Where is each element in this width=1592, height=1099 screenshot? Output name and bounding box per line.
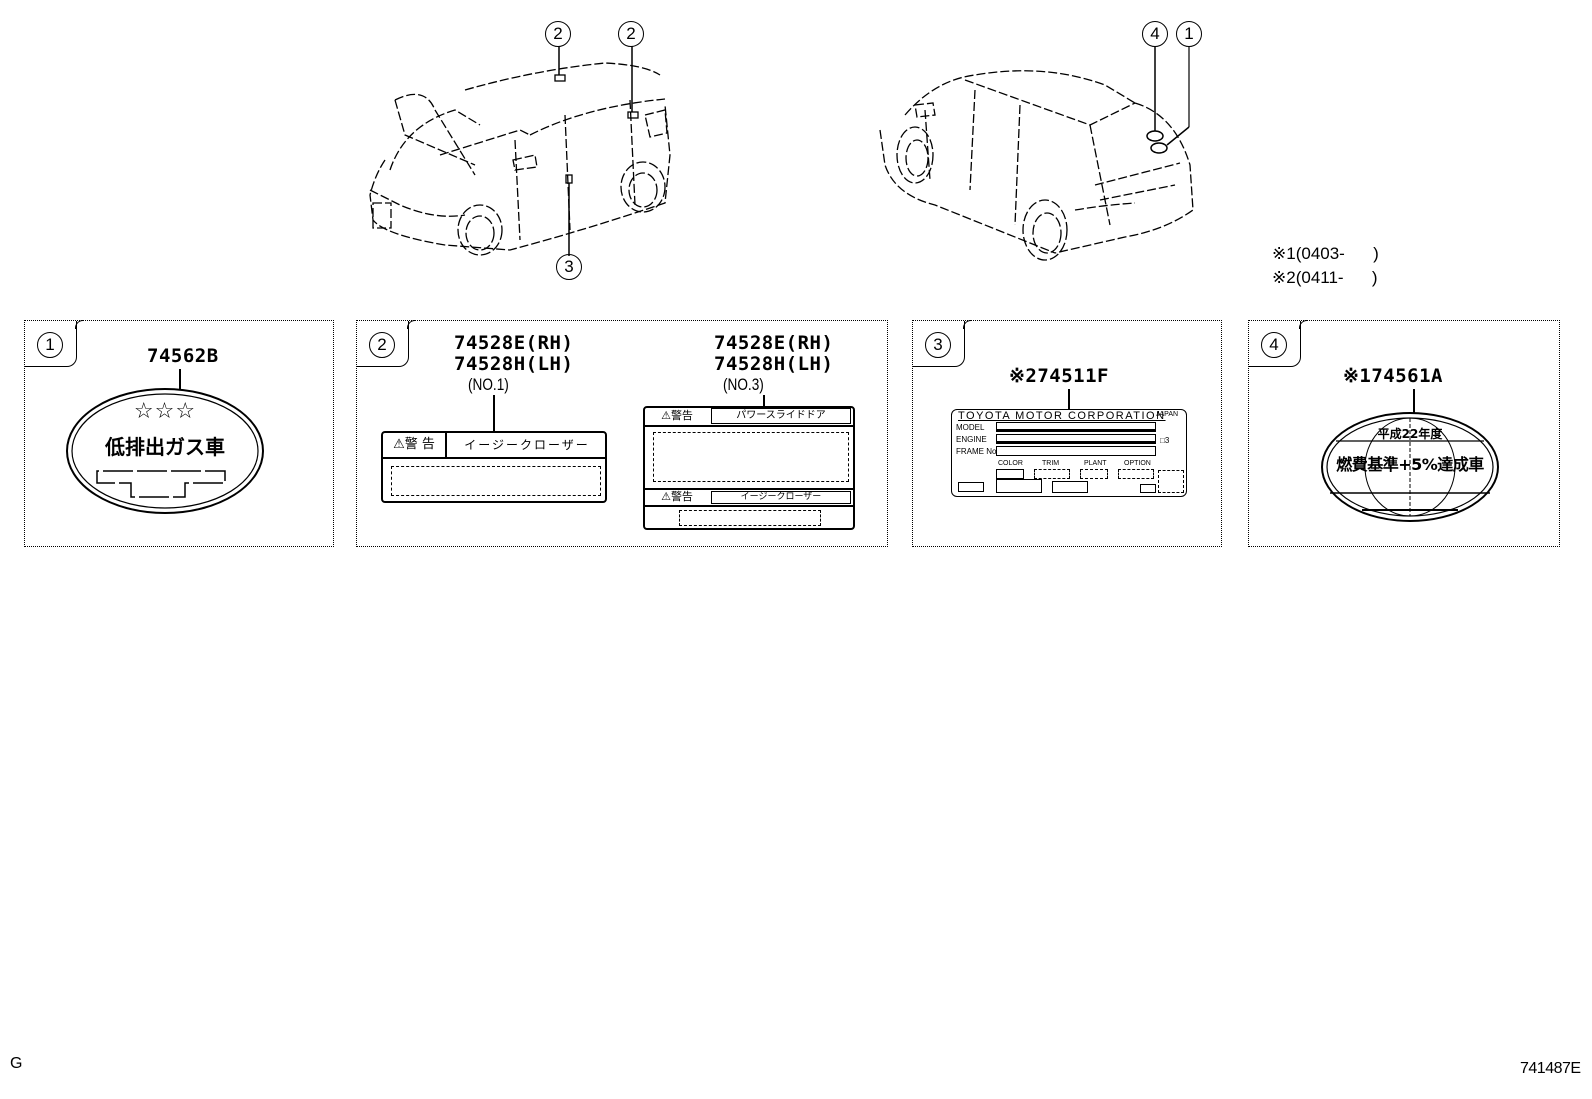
warning-text: 警告 (670, 490, 693, 503)
warning-triangle-icon: ⚠ (661, 490, 671, 503)
panel-tab (25, 321, 77, 367)
plate-header: TOYOTA MOTOR CORPORATION (958, 410, 1166, 422)
label-marker-4 (1146, 130, 1164, 142)
easy-closer-warning-label-no1: ⚠警 告 イージークローザー (381, 431, 607, 503)
fuel-economy-sticker: 平成22年度 燃費基準+5%達成車 (1320, 411, 1500, 523)
footer-left-code: G (10, 1055, 23, 1072)
plate-row-engine: ENGINE (956, 435, 987, 444)
plate-side-mark: □3 (1160, 436, 1170, 445)
callout-1-back-door: 1 (1176, 21, 1202, 47)
plate-row-model: MODEL (956, 423, 985, 432)
warning-text: 警 告 (404, 437, 435, 452)
part-number-74562B: 74562B (147, 345, 219, 367)
figure-id: 741487E (1520, 1060, 1581, 1077)
label-title: イージークローザー (464, 438, 590, 452)
plate-field-color: COLOR (998, 460, 1023, 467)
applicability-note-2: ※2(0411- ) (1272, 268, 1378, 287)
callout-2-rear-quarter: 2 (618, 21, 644, 47)
part-number-rh-no3: 74528E(RH) (714, 332, 834, 354)
fuel-standard-year: 平成22年度 (1377, 427, 1443, 441)
warning-triangle-icon: ⚠ (393, 437, 405, 452)
callout-4-back-door: 4 (1142, 21, 1168, 47)
panel-number-2: 2 (369, 332, 395, 358)
front-vehicle-illustration: 2 2 3 (345, 15, 685, 285)
low-emission-text: 低排出ガス車 (105, 435, 225, 459)
rear-vehicle-illustration: 4 1 (875, 15, 1215, 270)
star-rating: ☆☆☆ (133, 399, 197, 424)
minivan-front-view-drawing (369, 46, 671, 256)
plate-field-trim: TRIM (1042, 460, 1060, 467)
warning-triangle-icon: ⚠ (661, 409, 671, 422)
globe-graphic (1321, 412, 1499, 522)
panel-tab (913, 321, 965, 367)
label-title-easy-closer: イージークローザー (711, 491, 851, 504)
panel-4-fuel-economy-label: 4 ※174561A 平成22年度 燃費基準+5%達成車 (1248, 320, 1560, 547)
plate-field-option: OPTION (1124, 460, 1151, 467)
plate-field-plant: PLANT (1084, 460, 1107, 467)
low-emission-sticker: ☆☆☆ 低排出ガス車 (65, 387, 265, 515)
panel-tab (1249, 321, 1301, 367)
label-marker-roof (554, 74, 566, 82)
part-number-lh-no3: 74528H(LH) (714, 353, 834, 375)
plate-row-frame: FRAME No (956, 447, 997, 456)
panel-2-door-warning-labels: 2 74528E(RH) 74528H(LH) (NO.1) ⚠警 告 イージー… (356, 320, 888, 547)
part-number-rh-no1: 74528E(RH) (454, 332, 574, 354)
position-no3: (NO.3) (723, 375, 764, 394)
minivan-rear-view-drawing (879, 46, 1194, 261)
warning-text: 警告 (670, 409, 693, 422)
plate-corner-mark: JAPAN (1156, 411, 1179, 418)
part-number-74561A: ※174561A (1343, 365, 1443, 387)
panel-tab (357, 321, 409, 367)
label-marker-quarter (627, 111, 639, 119)
power-slide-door-warning-label-no3: ⚠警告 パワースライドドア ⚠警告 イージークローザー (643, 406, 855, 530)
callout-3-door-pillar: 3 (556, 254, 582, 280)
callout-2-roof: 2 (545, 21, 571, 47)
label-marker-1 (1150, 142, 1168, 154)
position-no1: (NO.1) (468, 375, 509, 394)
part-number-lh-no1: 74528H(LH) (454, 353, 574, 375)
panel-number-4: 4 (1261, 332, 1287, 358)
panel-1-low-emission-label: 1 74562B ☆☆☆ 低排出ガス車 (24, 320, 334, 547)
applicability-note-1: ※1(0403- ) (1272, 244, 1379, 263)
fuel-standard-text: 燃費基準+5%達成車 (1336, 455, 1484, 474)
panel-number-1: 1 (37, 332, 63, 358)
label-marker-pillar (565, 174, 573, 184)
panel-3-vehicle-id-plate: 3 ※274511F TOYOTA MOTOR CORPORATION JAPA… (912, 320, 1222, 547)
label-title-power-slide-door: パワースライドドア (711, 408, 851, 424)
panel-number-3: 3 (925, 332, 951, 358)
toyota-id-plate: TOYOTA MOTOR CORPORATION JAPAN MODEL ENG… (951, 409, 1187, 497)
part-number-74511F: ※274511F (1009, 365, 1109, 387)
